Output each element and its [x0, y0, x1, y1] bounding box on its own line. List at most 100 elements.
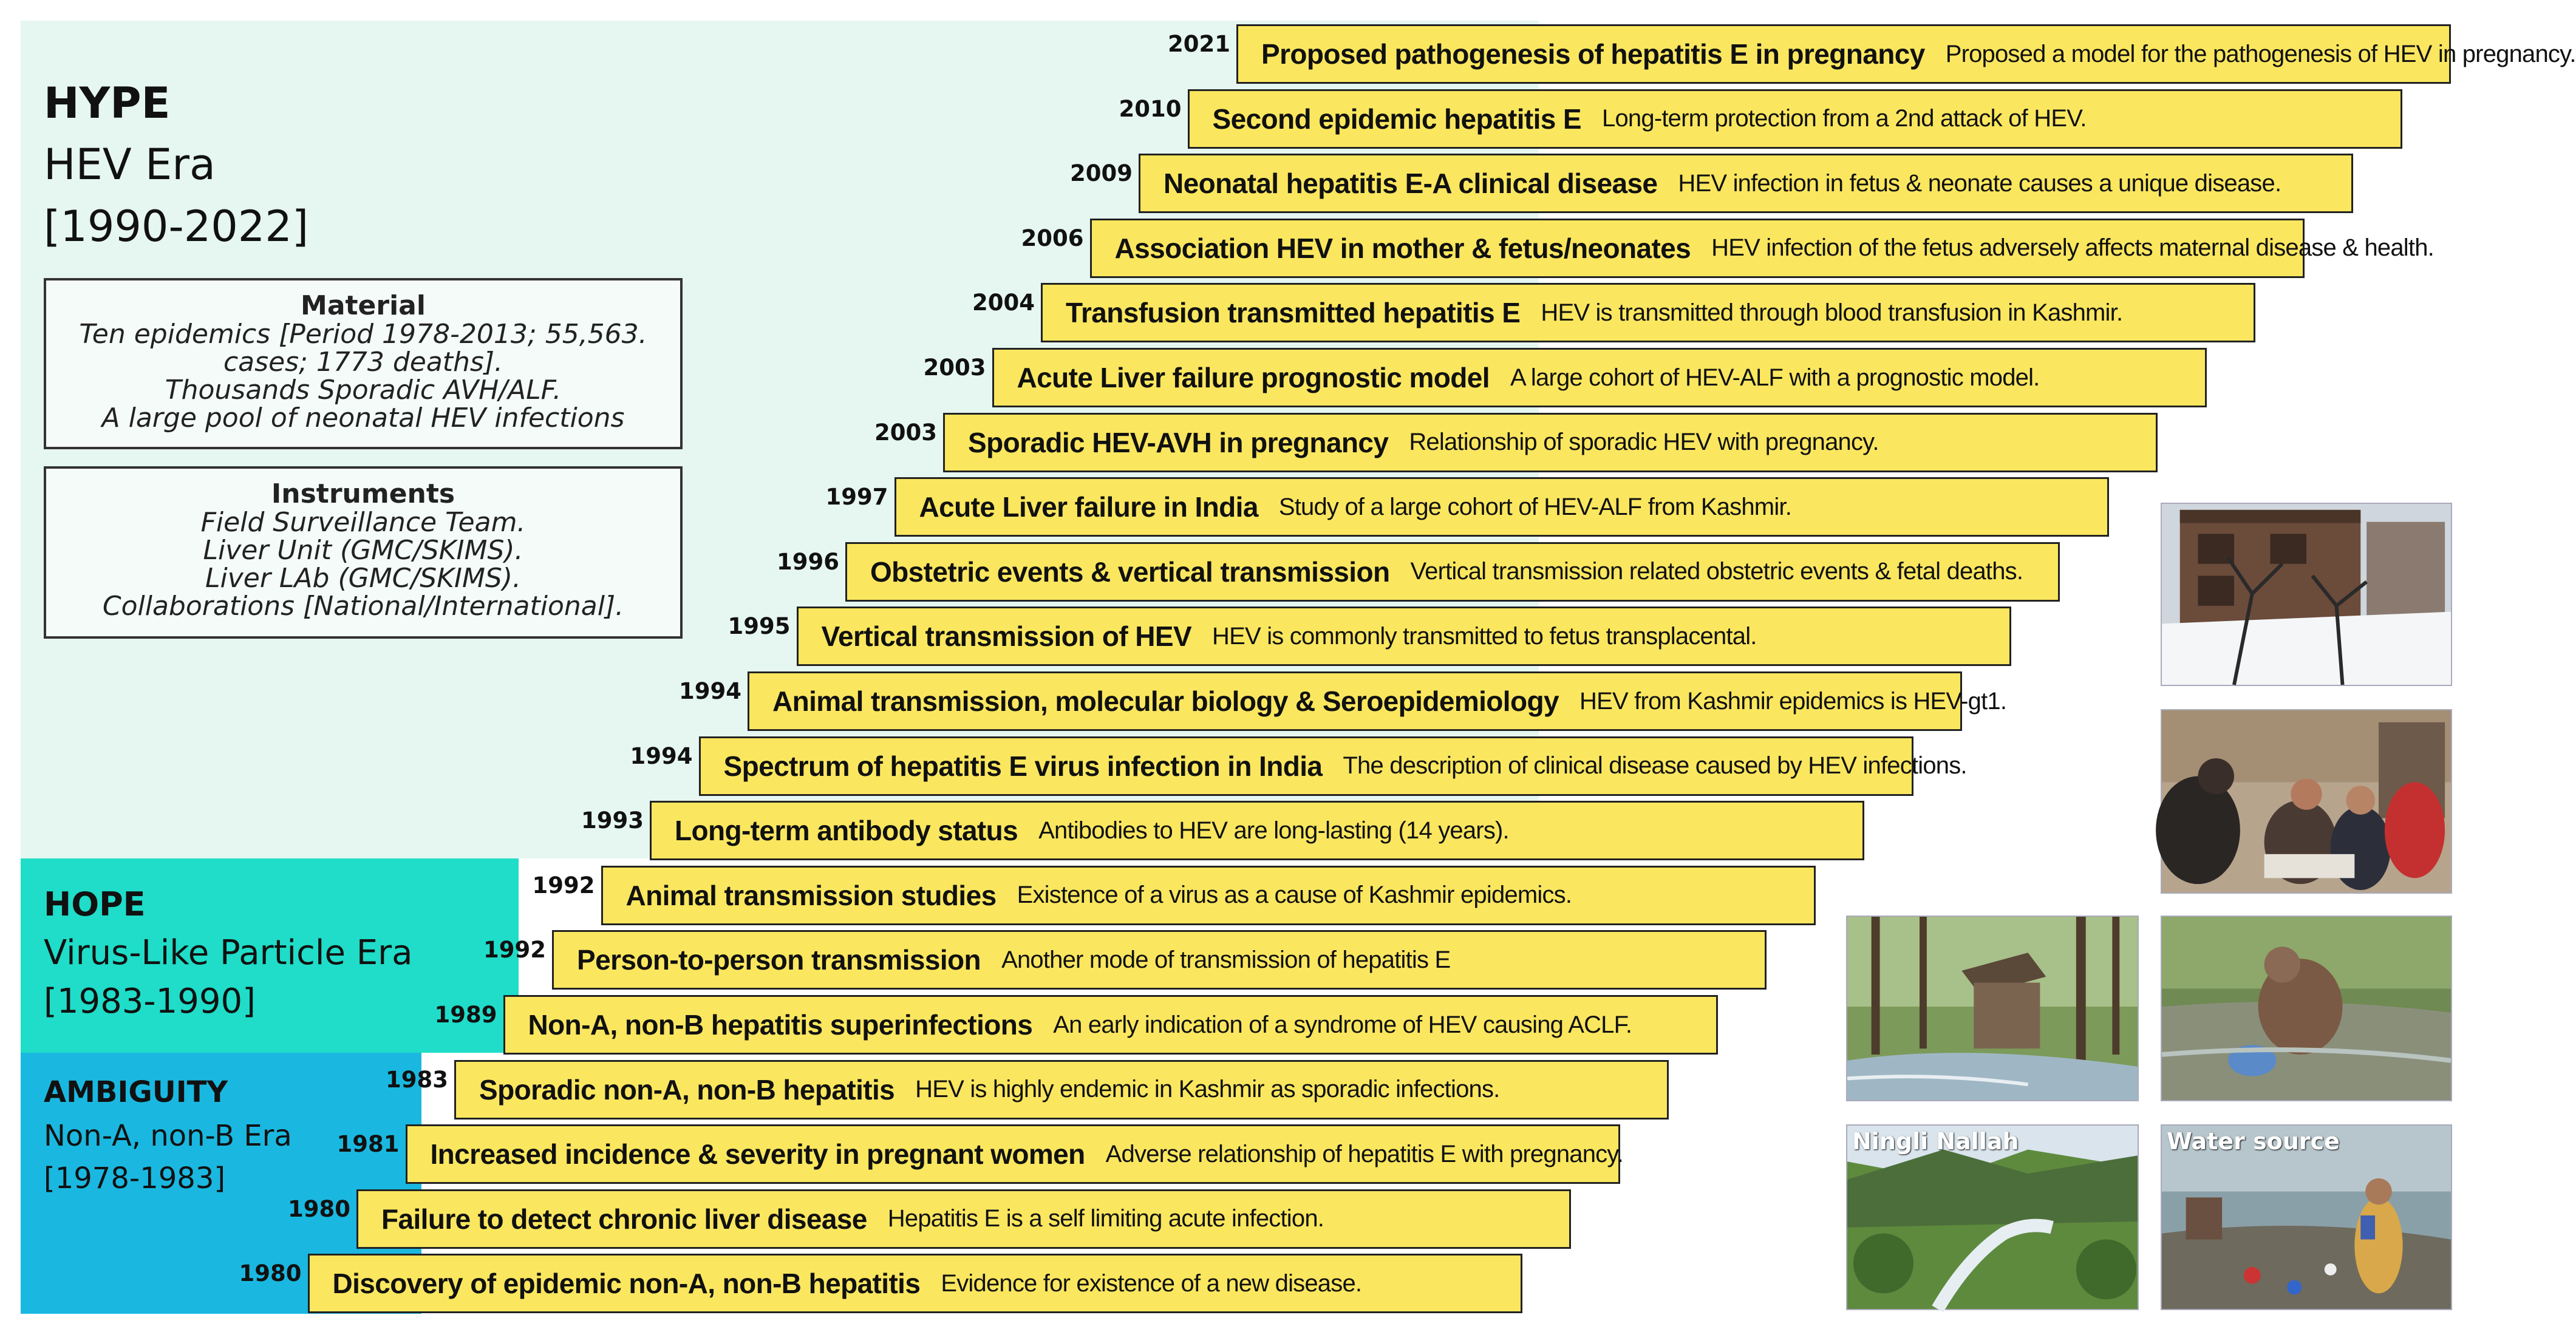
- instruments-box: Instruments Field Surveillance Team. Liv…: [44, 466, 683, 639]
- event-description: HEV infection of the fetus adversely aff…: [1711, 234, 2435, 262]
- event-description: Existence of a virus as a cause of Kashm…: [1017, 882, 1572, 909]
- event-step: Increased incidence & severity in pregna…: [405, 1124, 1624, 1184]
- instruments-line: Liver LAb (GMC/SKIMS).: [205, 563, 522, 594]
- event-year: 2010: [1119, 95, 1182, 122]
- era-name: HEV Era: [44, 140, 216, 189]
- material-heading: Material: [301, 290, 426, 321]
- event-step: Long-term antibody status Antibodies to H…: [650, 801, 1864, 861]
- event-description: HEV is commonly transmitted to fetus tra…: [1212, 622, 1757, 650]
- event-year: 2004: [972, 290, 1035, 316]
- photo-label: Water source: [2167, 1128, 2340, 1155]
- event-year: 1983: [386, 1066, 448, 1093]
- material-line: Ten epidemics [Period 1978-2013; 55,563.: [79, 319, 647, 350]
- event-year: 2003: [874, 419, 937, 446]
- era-name: Virus-Like Particle Era: [44, 933, 413, 973]
- era-label-ambiguity: AMBIGUITY Non-A, non-B Era [1978-1983]: [44, 1070, 292, 1200]
- event-title: Transfusion transmitted hepatitis E: [1066, 297, 1521, 329]
- event-description: HEV infection in fetus & neonate causes …: [1678, 169, 2281, 197]
- material-line: cases; 1773 deaths].: [223, 347, 503, 378]
- event-description: Long-term protection from a 2nd attack o…: [1602, 105, 2087, 132]
- event-step: Neonatal hepatitis E-A clinical disease H…: [1139, 154, 2353, 214]
- event-title: Failure to detect chronic liver disease: [381, 1203, 867, 1235]
- event-step: Discovery of epidemic non-A, non-B hepat…: [307, 1254, 1522, 1314]
- event-description: Hepatitis E is a self limiting acute inf…: [887, 1205, 1324, 1232]
- era-years: [1990-2022]: [44, 202, 309, 251]
- event-title: Association HEV in mother & fetus/neonat…: [1114, 232, 1691, 264]
- event-year: 1980: [239, 1260, 302, 1287]
- photo-woman-at-stream: [2161, 916, 2452, 1101]
- event-title: Spectrum of hepatitis E virus infection …: [723, 750, 1323, 782]
- event-year: 1992: [532, 872, 595, 899]
- event-title: Acute Liver failure in India: [919, 491, 1259, 523]
- event-year: 1992: [483, 937, 546, 963]
- event-title: Animal transmission, molecular biology &…: [772, 685, 1559, 717]
- event-step: Failure to detect chronic liver disease H…: [356, 1189, 1571, 1249]
- event-title: Sporadic non-A, non-B hepatitis: [479, 1073, 895, 1106]
- event-year: 1997: [825, 484, 888, 511]
- event-year: 1994: [630, 742, 693, 769]
- event-description: The description of clinical disease caus…: [1343, 752, 1967, 780]
- event-title: Person-to-person transmission: [577, 944, 981, 976]
- event-step: Vertical transmission of HEV HEV is commo…: [796, 607, 2011, 667]
- event-description: Proposed a model for the pathogenesis of…: [1945, 40, 2576, 67]
- event-title: Proposed pathogenesis of hepatitis E in …: [1261, 38, 1925, 70]
- era-title: HYPE: [44, 78, 171, 128]
- event-description: Vertical transmission related obstetric …: [1410, 558, 2023, 585]
- instruments-line: Liver Unit (GMC/SKIMS).: [203, 535, 523, 566]
- event-description: HEV is highly endemic in Kashmir as spor…: [915, 1076, 1500, 1103]
- event-description: Antibodies to HEV are long-lasting (14 y…: [1038, 817, 1510, 844]
- event-year: 1981: [336, 1131, 400, 1158]
- event-step: Person-to-person transmission Another mod…: [552, 930, 1767, 990]
- event-year: 1980: [288, 1195, 350, 1222]
- event-year: 1995: [727, 613, 791, 640]
- era-years: [1978-1983]: [44, 1161, 226, 1195]
- event-description: Adverse relationship of hepatitis E with…: [1105, 1140, 1624, 1167]
- event-step: Animal transmission, molecular biology &…: [748, 671, 2007, 731]
- photo-ningli-nallah: Ningli Nallah: [1846, 1124, 2139, 1313]
- event-description: HEV from Kashmir epidemics is HEV-gt1.: [1579, 687, 2007, 715]
- event-year: 2006: [1021, 225, 1084, 251]
- event-step: Second epidemic hepatitis E Long-term pro…: [1187, 89, 2402, 149]
- era-title: HOPE: [44, 885, 146, 923]
- event-description: A large cohort of HEV-ALF with a prognos…: [1510, 364, 2040, 391]
- event-year: 2009: [1070, 160, 1133, 187]
- material-line: Thousands Sporadic AVH/ALF.: [165, 375, 562, 406]
- event-title: Obstetric events & vertical transmission: [870, 556, 1390, 588]
- event-step: Spectrum of hepatitis E virus infection …: [698, 736, 1968, 796]
- era-title: AMBIGUITY: [44, 1075, 228, 1109]
- event-title: Second epidemic hepatitis E: [1212, 103, 1582, 135]
- event-step: Association HEV in mother & fetus/neonat…: [1089, 218, 2435, 278]
- era-name: Non-A, non-B Era: [44, 1119, 292, 1153]
- event-title: Vertical transmission of HEV: [821, 620, 1192, 653]
- event-step: Animal transmission studies Existence of …: [601, 865, 1816, 925]
- event-step: Proposed pathogenesis of hepatitis E in …: [1236, 24, 2576, 84]
- era-band-hope: [21, 858, 519, 1053]
- event-title: Neonatal hepatitis E-A clinical disease: [1164, 168, 1658, 200]
- material-box: Material Ten epidemics [Period 1978-2013…: [44, 278, 683, 449]
- event-year: 1993: [581, 807, 644, 834]
- event-title: Long-term antibody status: [675, 815, 1018, 847]
- event-year: 1994: [679, 678, 741, 704]
- event-year: 2021: [1168, 31, 1230, 57]
- event-description: Another mode of transmission of hepatiti…: [1001, 946, 1451, 973]
- event-description: Evidence for existence of a new disease.: [941, 1269, 1362, 1297]
- event-year: 1996: [777, 548, 839, 575]
- photo-snowy-house: [2161, 503, 2452, 686]
- event-description: An early indication of a syndrome of HEV…: [1053, 1011, 1632, 1038]
- event-year: 1989: [434, 1002, 497, 1028]
- era-years: [1983-1990]: [44, 982, 256, 1021]
- era-label-hype: HYPE HEV Era [1990-2022]: [44, 73, 308, 257]
- instruments-line: Collaborations [National/International].: [102, 591, 624, 622]
- event-step: Acute Liver failure prognostic model A la…: [992, 348, 2207, 407]
- event-title: Animal transmission studies: [625, 879, 997, 911]
- event-title: Increased incidence & severity in pregna…: [430, 1138, 1086, 1171]
- event-description: Relationship of sporadic HEV with pregna…: [1409, 429, 1879, 456]
- photo-water-source: Water source: [2161, 1124, 2452, 1310]
- event-year: 2003: [923, 355, 986, 381]
- material-line: A large pool of neonatal HEV infections: [101, 403, 625, 433]
- instruments-line: Field Surveillance Team.: [200, 507, 526, 538]
- event-title: Acute Liver failure prognostic model: [1017, 362, 1490, 393]
